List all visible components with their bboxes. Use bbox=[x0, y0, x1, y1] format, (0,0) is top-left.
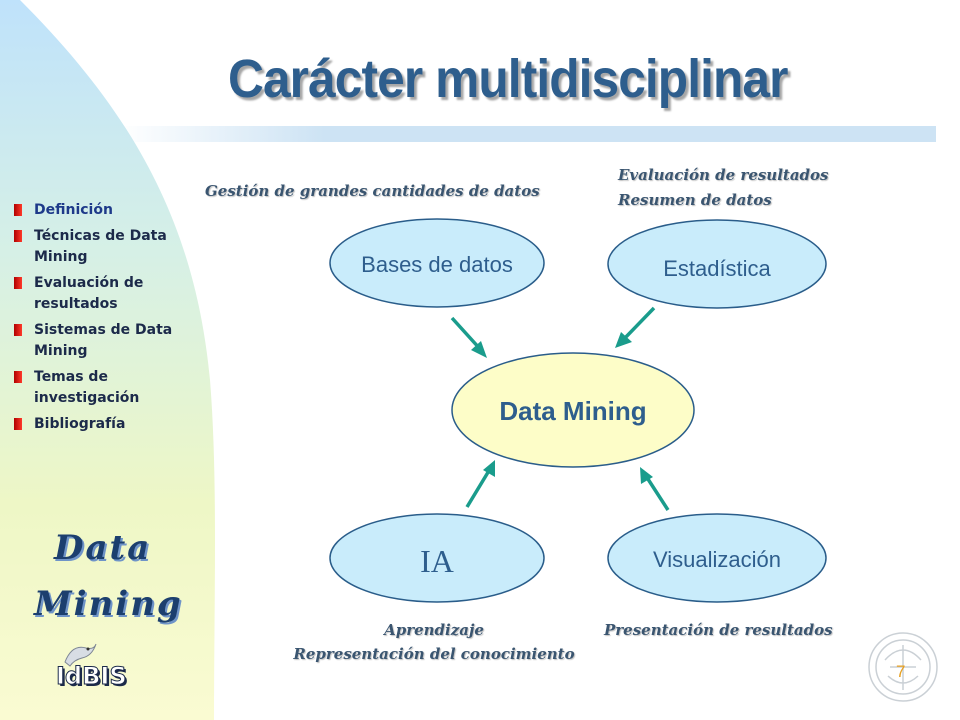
node-databases: Bases de datos bbox=[329, 218, 545, 308]
node-ai: IA bbox=[329, 513, 545, 603]
university-seal-icon bbox=[868, 632, 938, 702]
caption-ai-2: Representación del conocimiento bbox=[293, 645, 575, 663]
node-statistics-label: Estadística bbox=[663, 256, 771, 281]
sidebar-item-sistemas[interactable]: Sistemas de Data Mining bbox=[14, 320, 194, 362]
node-center: Data Mining bbox=[451, 352, 695, 468]
sidebar-item-bibliografia[interactable]: Bibliografía bbox=[14, 414, 194, 435]
arrows bbox=[450, 306, 670, 511]
logo-idbis-text: IdBIS bbox=[56, 662, 128, 691]
caption-visualization: Presentación de resultados bbox=[604, 621, 833, 639]
bullet-icon bbox=[14, 277, 22, 289]
caption-databases: Gestión de grandes cantidades de datos bbox=[205, 182, 540, 200]
bullet-icon bbox=[14, 324, 22, 336]
node-visualization: Visualización bbox=[607, 513, 827, 603]
sidebar-item-label: Sistemas de Data Mining bbox=[34, 322, 173, 359]
bullet-icon bbox=[14, 204, 22, 216]
arrow-statistics bbox=[615, 306, 656, 348]
node-visualization-label: Visualización bbox=[653, 547, 781, 572]
node-databases-label: Bases de datos bbox=[361, 252, 513, 277]
sidebar-item-label: Evaluación de resultados bbox=[34, 275, 144, 312]
bullet-icon bbox=[14, 418, 22, 430]
bullet-icon bbox=[14, 230, 22, 242]
arrow-databases bbox=[450, 316, 487, 358]
node-statistics: Estadística bbox=[607, 219, 827, 309]
sidebar-item-definicion[interactable]: Definición bbox=[14, 200, 194, 221]
sidebar-item-evaluacion[interactable]: Evaluación de resultados bbox=[14, 273, 194, 315]
sidebar-item-temas[interactable]: Temas de investigación bbox=[14, 367, 194, 409]
title-underline-bar bbox=[120, 126, 936, 142]
logo-mining-text: Mining bbox=[34, 584, 183, 624]
caption-statistics-2: Resumen de datos bbox=[618, 191, 772, 209]
sidebar-item-label: Definición bbox=[34, 202, 113, 218]
node-center-label: Data Mining bbox=[499, 396, 646, 426]
page-number: 7 bbox=[896, 662, 906, 681]
sidebar-menu: Definición Técnicas de Data Mining Evalu… bbox=[14, 200, 194, 440]
sidebar-item-tecnicas[interactable]: Técnicas de Data Mining bbox=[14, 226, 194, 268]
arrow-visualization bbox=[640, 467, 670, 511]
bullet-icon bbox=[14, 371, 22, 383]
bird-logo-icon bbox=[64, 643, 97, 667]
caption-ai-1: Aprendizaje bbox=[384, 621, 484, 639]
slide-title: Carácter multidisciplinar bbox=[228, 49, 788, 109]
caption-statistics-1: Evaluación de resultados bbox=[618, 166, 829, 184]
arrow-ai bbox=[465, 460, 495, 508]
logo-data-text: Data bbox=[54, 528, 152, 568]
sidebar-item-label: Bibliografía bbox=[34, 416, 126, 432]
node-ai-label: IA bbox=[420, 543, 454, 579]
sidebar-item-label: Temas de investigación bbox=[34, 369, 140, 406]
sidebar-item-label: Técnicas de Data Mining bbox=[34, 228, 167, 265]
